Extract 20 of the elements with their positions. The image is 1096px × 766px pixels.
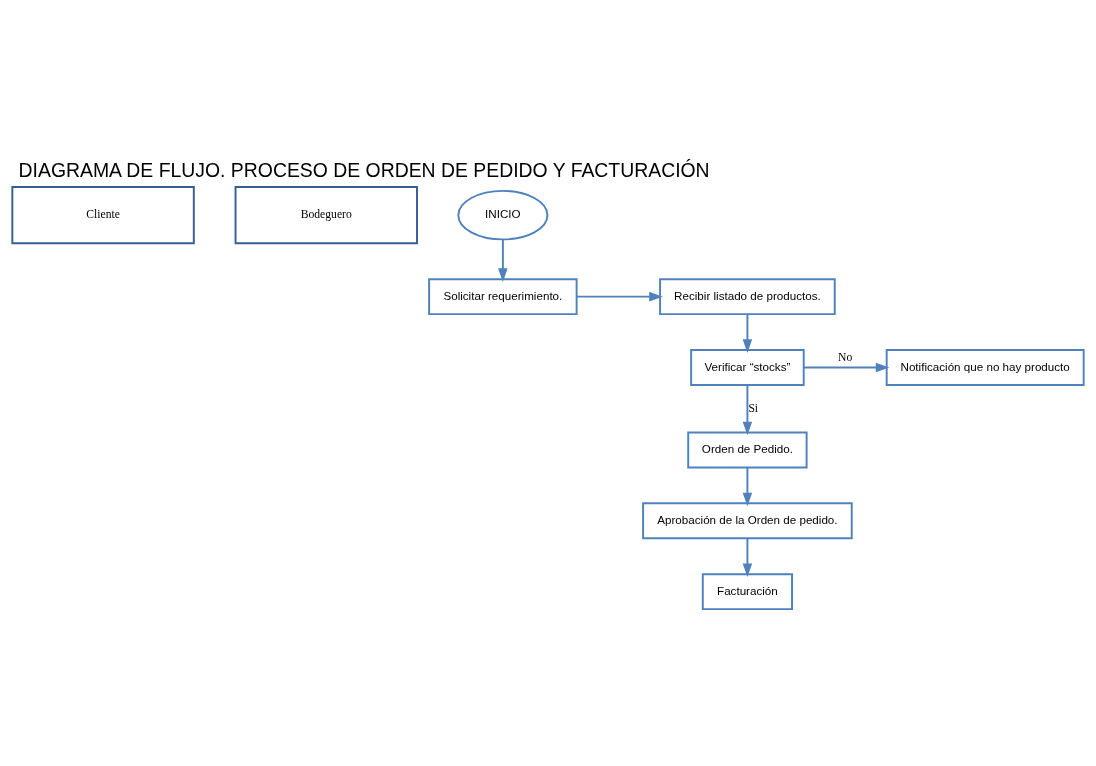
node-box: Facturación: [701, 572, 794, 610]
arrow: [742, 466, 753, 506]
node-box: Recibir listado de productos.: [659, 277, 836, 315]
node-box: Orden de Pedido.: [687, 431, 808, 468]
node-box: Bodeguero: [234, 185, 418, 244]
node-box: Verificar “stocks”: [690, 348, 805, 386]
arrow: [742, 537, 753, 577]
arrow: [742, 312, 753, 353]
diagram-title: DIAGRAMA DE FLUJO. PROCESO DE ORDEN DE PEDIDO Y FACTURACIÓN: [18, 158, 710, 181]
edge-label: Si: [748, 401, 759, 415]
arrow: [498, 238, 508, 282]
arrow: [742, 383, 753, 435]
node-box: Aprobación de la Orden de pedido.: [642, 501, 853, 539]
node-box: Solicitar requerimiento.: [428, 277, 578, 315]
arrow: [575, 291, 663, 301]
node-box: Notificación que no hay producto: [885, 348, 1085, 386]
node-ellipse: INICIO: [457, 189, 549, 240]
edge-label: No: [838, 350, 853, 364]
arrow: [802, 362, 890, 372]
node-box: Cliente: [11, 185, 195, 244]
